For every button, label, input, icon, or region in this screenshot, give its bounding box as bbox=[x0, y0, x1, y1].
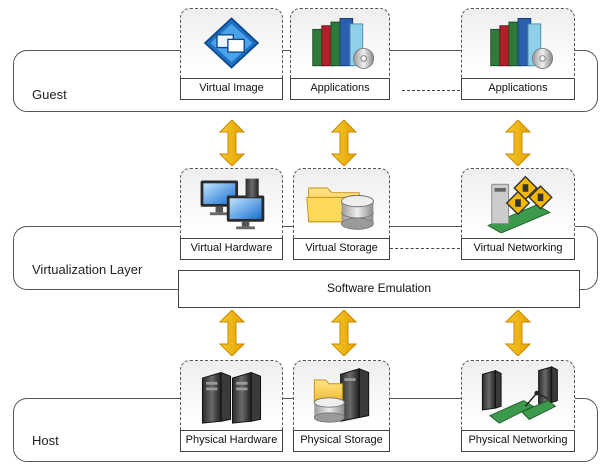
double-arrow-icon bbox=[219, 120, 245, 166]
virtual-image-label: Virtual Image bbox=[180, 78, 283, 100]
software-emulation-bar: Software Emulation bbox=[178, 270, 580, 308]
double-arrow-icon bbox=[505, 120, 531, 166]
physical-hardware-card: Physical Hardware bbox=[180, 360, 283, 452]
virtual-storage-networking-connector bbox=[390, 248, 460, 249]
server-disk-icon bbox=[300, 365, 383, 425]
server-tower-icon bbox=[187, 365, 276, 425]
host-layer-label: Host bbox=[32, 433, 59, 448]
guest-applications-connector bbox=[402, 90, 460, 91]
physical-networking-card: Physical Networking bbox=[461, 360, 575, 452]
virtual-storage-card: Virtual Storage bbox=[293, 168, 390, 260]
applications-label-1: Applications bbox=[290, 78, 390, 100]
applications-icon bbox=[468, 13, 568, 73]
double-arrow-icon bbox=[219, 310, 245, 356]
virtual-image-card: Virtual Image bbox=[180, 8, 283, 100]
guest-layer-label: Guest bbox=[32, 87, 67, 102]
virtual-hardware-label: Virtual Hardware bbox=[180, 238, 283, 260]
virtual-networking-label: Virtual Networking bbox=[461, 238, 575, 260]
virtual-networking-card: Virtual Networking bbox=[461, 168, 575, 260]
applications-card-1: Applications bbox=[290, 8, 390, 100]
virtual-image-icon bbox=[187, 13, 276, 73]
double-arrow-icon bbox=[331, 310, 357, 356]
physical-networking-label: Physical Networking bbox=[461, 430, 575, 452]
double-arrow-icon bbox=[505, 310, 531, 356]
applications-label-2: Applications bbox=[461, 78, 575, 100]
network-card-warning-icon bbox=[468, 173, 568, 233]
double-arrow-icon bbox=[331, 120, 357, 166]
physical-storage-label: Physical Storage bbox=[293, 430, 390, 452]
physical-hardware-label: Physical Hardware bbox=[180, 430, 283, 452]
virtual-storage-label: Virtual Storage bbox=[293, 238, 390, 260]
computer-monitors-icon bbox=[187, 173, 276, 233]
folder-disk-icon bbox=[300, 173, 383, 233]
network-servers-icon bbox=[468, 365, 568, 425]
physical-storage-card: Physical Storage bbox=[293, 360, 390, 452]
virtualization-layer-label: Virtualization Layer bbox=[32, 262, 143, 277]
virtual-hardware-card: Virtual Hardware bbox=[180, 168, 283, 260]
applications-card-2: Applications bbox=[461, 8, 575, 100]
applications-icon bbox=[297, 13, 383, 73]
